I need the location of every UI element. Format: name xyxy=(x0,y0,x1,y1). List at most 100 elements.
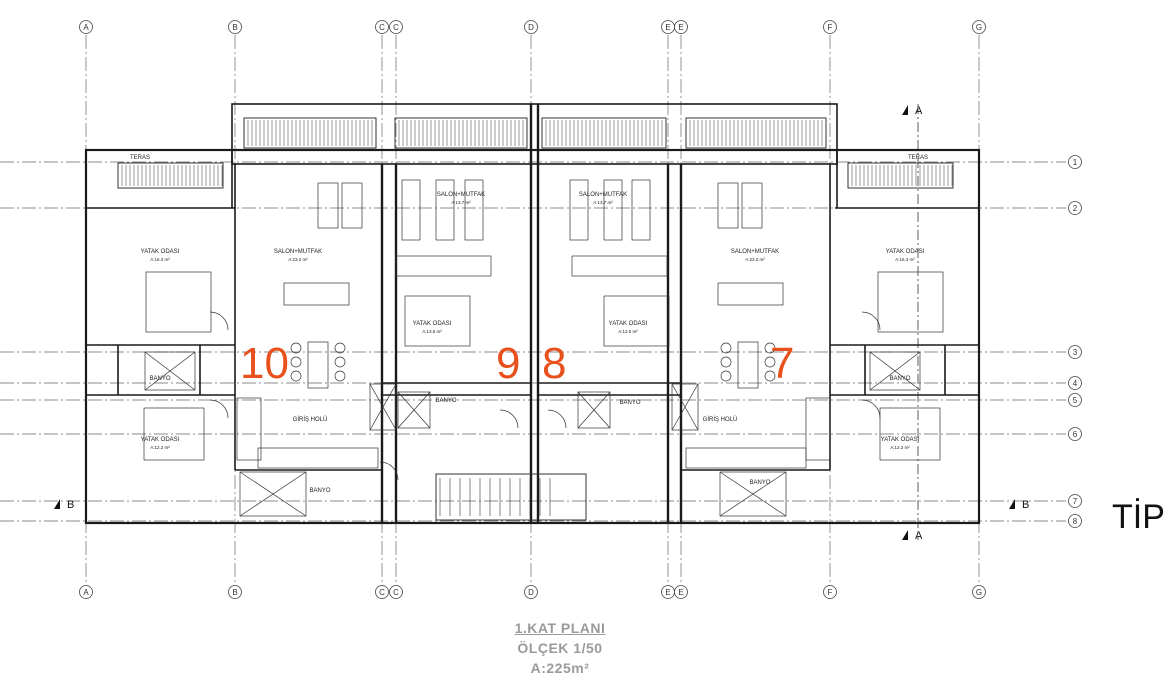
room-label-bedroom: YATAK ODASI xyxy=(881,437,920,443)
balcony-railing xyxy=(541,117,667,149)
terrace-railing xyxy=(847,162,954,189)
grid-bubble-col xyxy=(972,20,986,34)
grid-bubble-col xyxy=(972,585,986,599)
grid-bubble-col xyxy=(524,585,538,599)
grid-bubble-col xyxy=(389,585,403,599)
balcony-railing xyxy=(394,117,528,149)
grid-bubble-col xyxy=(79,20,93,34)
counter xyxy=(257,447,379,469)
furniture xyxy=(404,295,471,347)
room-area: A:23.2 m² xyxy=(288,257,308,262)
grid-bubble-col xyxy=(79,585,93,599)
grid-bubble-col-label: B xyxy=(232,23,237,32)
chair xyxy=(334,342,346,354)
shaft xyxy=(369,383,397,431)
sheet-title: 1.KAT PLANI ÖLÇEK 1/50 A:225m² xyxy=(480,618,640,678)
room-area: A:13.7 m² xyxy=(593,200,613,205)
balcony-strip xyxy=(231,103,838,165)
room-area: A:13.7 m² xyxy=(451,200,471,205)
side-label: TİP xyxy=(1112,498,1165,536)
room-area: A:16.3 m² xyxy=(150,257,170,262)
room-area: A:13.5 m² xyxy=(618,329,638,334)
room-area: A:12.2 m² xyxy=(890,445,910,450)
room-label-bedroom: YATAK ODASI xyxy=(413,321,452,327)
grid-bubble-col-label: E xyxy=(665,588,670,597)
chair xyxy=(764,356,776,368)
grid-bubble-col-label: C xyxy=(393,23,399,32)
grid-bubble-col-label: D xyxy=(528,588,534,597)
grid-bubble-row-label: 5 xyxy=(1073,396,1078,405)
grid-bubble-row-label: 7 xyxy=(1073,497,1078,506)
furniture xyxy=(737,341,759,389)
door-swing xyxy=(861,399,881,419)
grid-bubble-row xyxy=(1068,514,1082,528)
bath-tile xyxy=(239,471,307,517)
room-label-terrace: TERAS xyxy=(130,155,150,161)
bath-tile-x xyxy=(869,351,921,391)
grid-bubble-row xyxy=(1068,393,1082,407)
grid-bubble-col xyxy=(823,585,837,599)
grid-bubble-col-label: F xyxy=(828,588,833,597)
chair xyxy=(290,370,302,382)
grid-bubble-col-label: F xyxy=(828,23,833,32)
walls xyxy=(84,103,981,525)
grid-bubble-col-label: E xyxy=(665,23,670,32)
chair xyxy=(720,342,732,354)
furniture xyxy=(569,179,589,241)
counter xyxy=(571,255,668,277)
chair xyxy=(764,342,776,354)
grid-bubble-col xyxy=(228,585,242,599)
grid-bubble-row xyxy=(1068,155,1082,169)
grid-bubble-col-label: A xyxy=(83,588,89,597)
room-area: A:16.3 m² xyxy=(895,257,915,262)
shaft-x xyxy=(671,383,699,431)
door-swing xyxy=(209,399,229,419)
chair xyxy=(290,342,302,354)
section-arrow xyxy=(902,530,908,540)
room-label-living: SALON+MUTFAK xyxy=(274,249,322,255)
terrace-railing xyxy=(117,162,224,189)
unit-number-10: 10 xyxy=(240,339,289,388)
furniture xyxy=(717,182,739,229)
room-label-living: SALON+MUTFAK xyxy=(579,192,627,198)
grid-bubble-col-label: G xyxy=(976,23,982,32)
furniture xyxy=(317,182,339,229)
grid-bubble-row-label: 1 xyxy=(1073,158,1078,167)
chair xyxy=(334,370,346,382)
section-mark-label: B xyxy=(67,499,74,511)
grid-bubble-col-label: E xyxy=(678,588,683,597)
grid-bubble-row xyxy=(1068,494,1082,508)
bath-tile xyxy=(397,391,431,429)
door-swing xyxy=(547,409,567,429)
furniture xyxy=(435,179,455,241)
grid-bubble-col-label: C xyxy=(379,23,385,32)
room-area: A:23.2 m² xyxy=(745,257,765,262)
grid-bubble-row xyxy=(1068,376,1082,390)
grid-bubble-col xyxy=(674,585,688,599)
furniture xyxy=(341,182,363,229)
chair xyxy=(334,356,346,368)
sheet-title-area: A:225m² xyxy=(530,660,590,676)
section-arrow xyxy=(54,499,60,509)
balcony-railing xyxy=(685,117,827,149)
furniture xyxy=(603,179,623,241)
room-label-bedroom: YATAK ODASI xyxy=(141,249,180,255)
counter xyxy=(395,255,492,277)
counter xyxy=(236,397,262,461)
furniture xyxy=(143,407,205,461)
grid-bubble-row-label: 4 xyxy=(1073,379,1078,388)
fixtures xyxy=(117,117,954,521)
door-swing xyxy=(499,409,519,429)
bath-tile xyxy=(719,471,787,517)
room-label-entrance: GİRİŞ HOLÜ xyxy=(703,416,738,423)
grid-bubble-row-label: 3 xyxy=(1073,348,1078,357)
room-labels: YATAK ODASI A:16.3 m² YATAK ODASI A:16.3 m²… xyxy=(130,155,928,494)
counter xyxy=(685,447,807,469)
unit-number-9: 9 xyxy=(496,339,521,388)
room-label-bedroom: YATAK ODASI xyxy=(141,437,180,443)
room-area: A:13.5 m² xyxy=(422,329,442,334)
bath-tile-x xyxy=(719,471,787,517)
unit-number-7: 7 xyxy=(770,339,795,388)
